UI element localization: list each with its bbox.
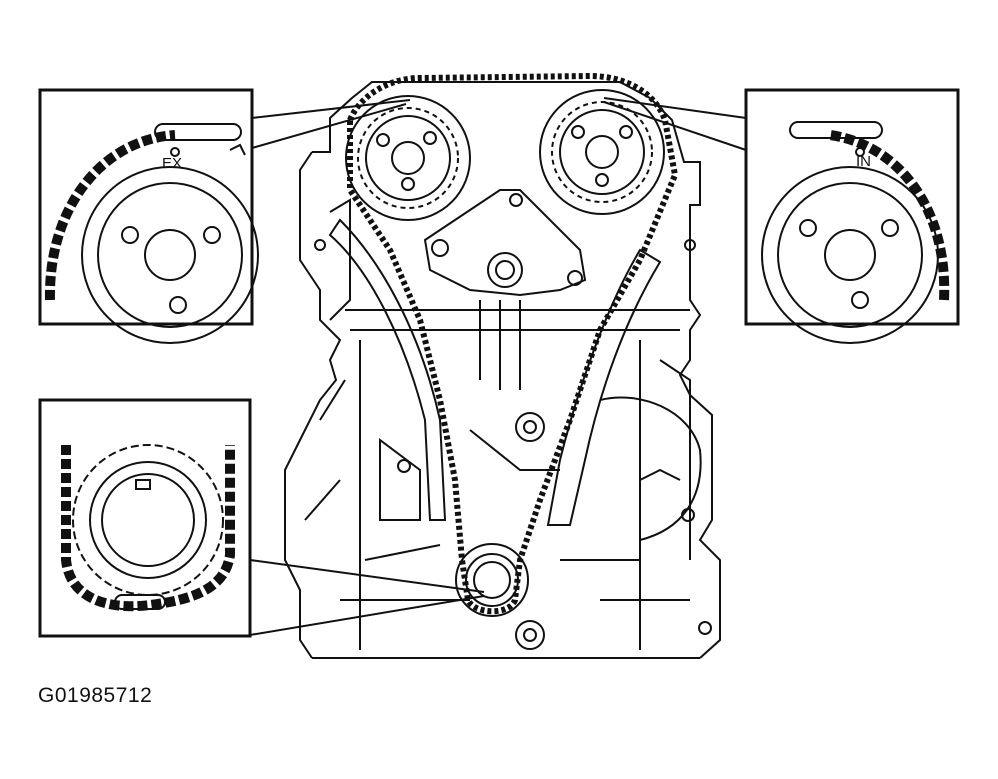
figure-code: G01985712	[38, 684, 153, 707]
chain-tensioner-arm	[546, 248, 662, 526]
exhaust-callout: EX	[38, 88, 259, 344]
crankshaft-callout	[38, 398, 252, 638]
intake-cam-sprocket	[539, 89, 665, 215]
exhaust-mark-label: EX	[162, 155, 182, 172]
timing-chain	[347, 72, 679, 615]
intake-mark-label: IN	[856, 153, 871, 170]
leader-lines	[249, 97, 747, 636]
engine-block	[284, 81, 721, 659]
chain-guide-left	[328, 218, 447, 521]
intake-callout: IN	[744, 88, 960, 344]
exhaust-cam-sprocket	[345, 95, 471, 221]
